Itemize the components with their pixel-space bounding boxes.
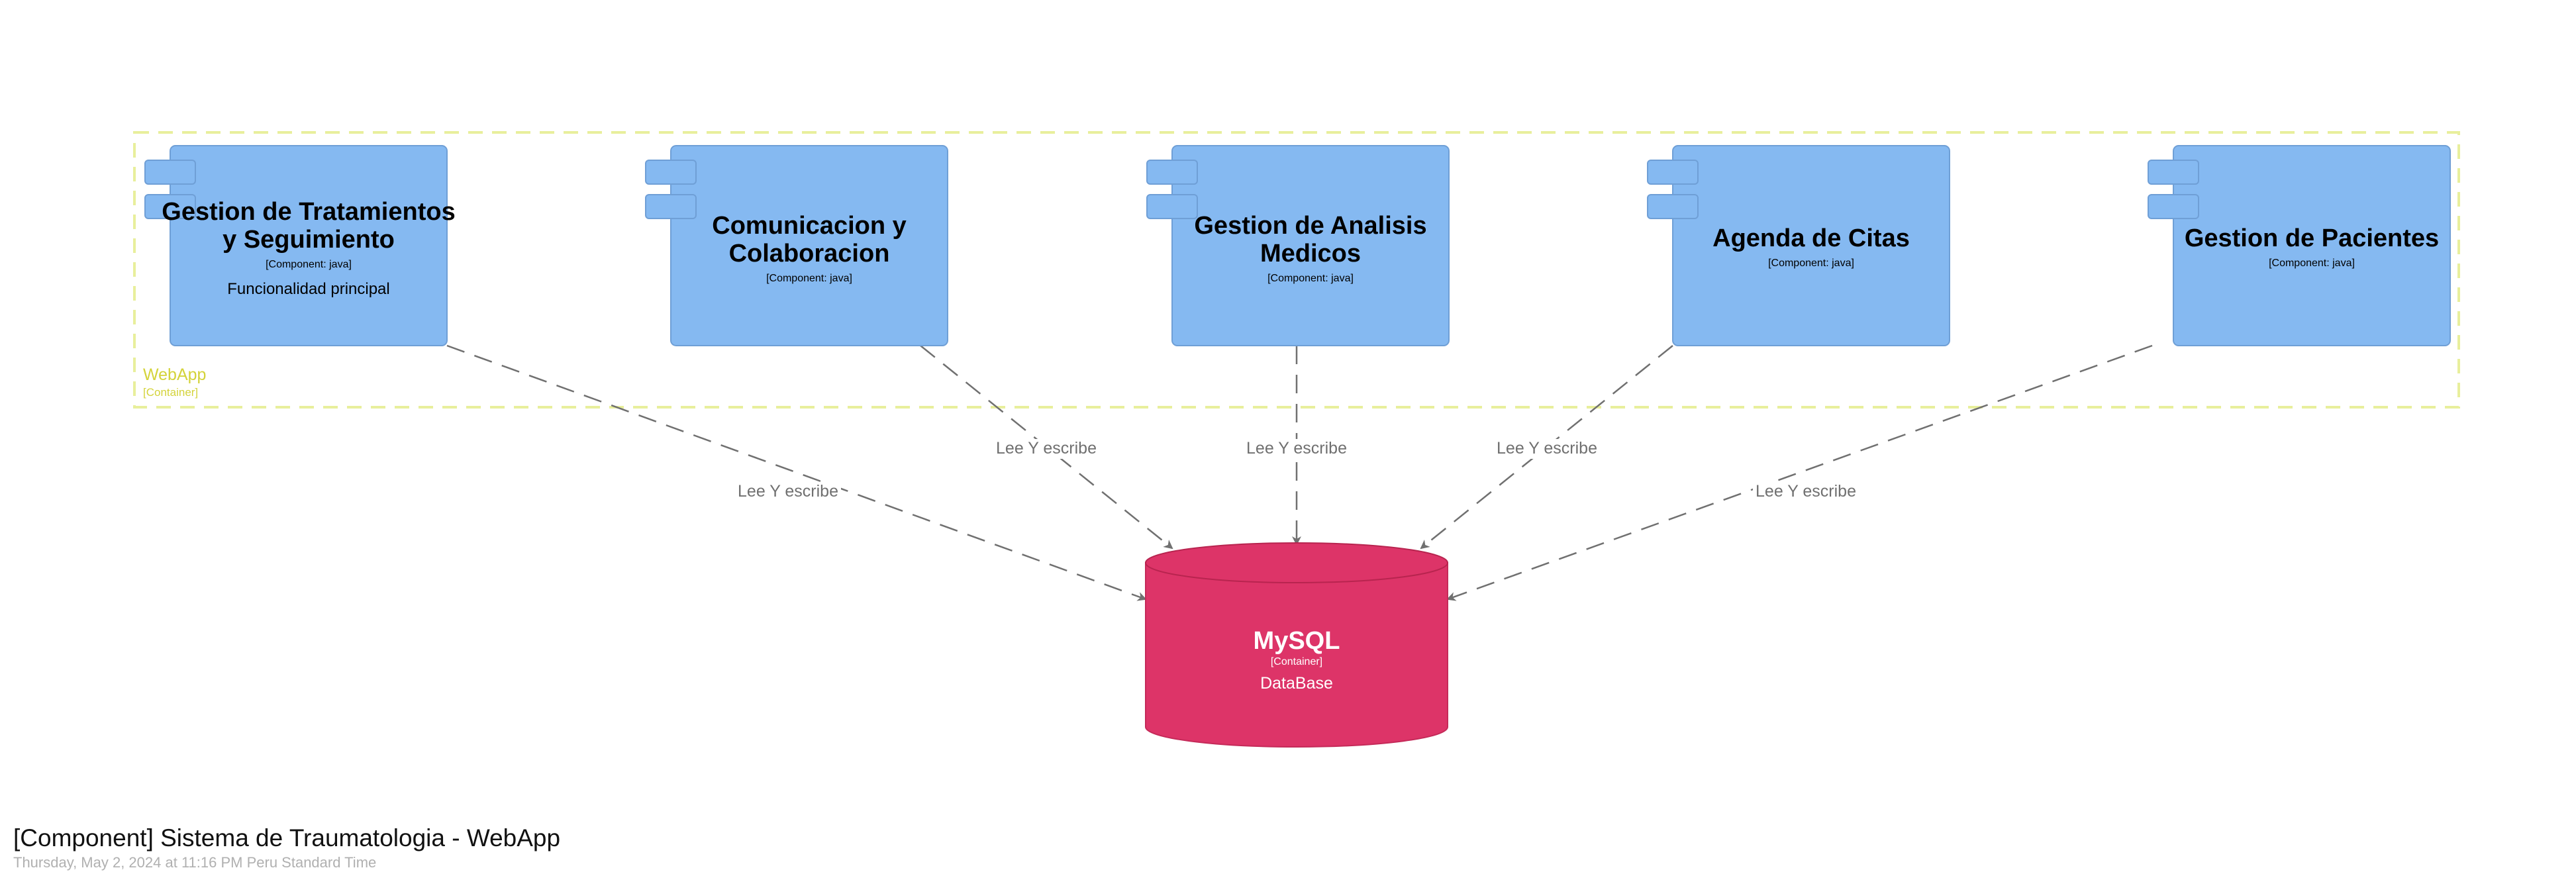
database-cylinder-top bbox=[1145, 542, 1448, 583]
diagram-date: Thursday, May 2, 2024 at 11:16 PM Peru S… bbox=[13, 854, 376, 871]
component-title: Medicos bbox=[1260, 240, 1361, 267]
component-tab-icon bbox=[2148, 194, 2199, 219]
component-tab-icon bbox=[645, 194, 697, 219]
component-tech: [Component: java] bbox=[766, 273, 852, 284]
database-description: DataBase bbox=[1260, 674, 1333, 693]
edge-label-background bbox=[1244, 439, 1350, 459]
boundary-type: [Container] bbox=[143, 386, 198, 399]
edge-label: Lee Y escribe bbox=[1756, 482, 1856, 501]
edge-label: Lee Y escribe bbox=[1246, 439, 1347, 458]
edge-label: Lee Y escribe bbox=[738, 482, 838, 501]
component-title: Gestion de Pacientes bbox=[2185, 224, 2439, 252]
component-body bbox=[2173, 145, 2451, 346]
component-tab-icon bbox=[1146, 194, 1198, 219]
edge-line bbox=[446, 344, 1147, 601]
component-body bbox=[1672, 145, 1950, 346]
component-tab-icon bbox=[645, 160, 697, 185]
component-body bbox=[1171, 145, 1450, 346]
component-tech: [Component: java] bbox=[266, 259, 352, 270]
edge-label-background bbox=[735, 482, 841, 502]
component-title: y Seguimiento bbox=[223, 226, 395, 254]
component-tab-icon bbox=[144, 194, 196, 219]
edge-label-background bbox=[1494, 439, 1600, 459]
component-body bbox=[170, 145, 448, 346]
relationship-edge: Lee Y escribe bbox=[1420, 345, 1673, 550]
component-title: Comunicacion y bbox=[712, 212, 907, 240]
component-tab-icon bbox=[144, 160, 196, 185]
mysql-database[interactable]: MySQL [Container] DataBase bbox=[1145, 542, 1448, 748]
boundary-label: WebApp bbox=[143, 365, 206, 384]
edge-label-background bbox=[993, 439, 1099, 459]
component-body bbox=[670, 145, 948, 346]
component-tech: [Component: java] bbox=[1267, 273, 1354, 284]
component-description: Funcionalidad principal bbox=[227, 280, 389, 298]
component-tab-icon bbox=[1146, 160, 1198, 185]
relationship-edge: Lee Y escribe bbox=[920, 345, 1173, 550]
component-tab-icon bbox=[1647, 194, 1699, 219]
webapp-boundary: WebApp [Container] bbox=[133, 131, 2460, 409]
component-box[interactable]: Agenda de Citas [Component: java] bbox=[1647, 145, 1950, 346]
relationship-edge: Lee Y escribe bbox=[446, 344, 1147, 601]
edge-label: Lee Y escribe bbox=[1497, 439, 1597, 458]
diagram-title: [Component] Sistema de Traumatologia - W… bbox=[13, 824, 560, 851]
database-tech: [Container] bbox=[1271, 656, 1322, 667]
database-title: MySQL bbox=[1254, 627, 1340, 655]
edge-label-background bbox=[1753, 482, 1859, 502]
component-tech: [Component: java] bbox=[1768, 258, 1854, 269]
edge-line bbox=[1446, 344, 2153, 601]
relationship-edge: Lee Y escribe bbox=[1244, 346, 1350, 546]
relationship-edge: Lee Y escribe bbox=[1446, 344, 2153, 601]
component-box[interactable]: Gestion de Pacientes [Component: java] bbox=[2148, 145, 2451, 346]
database-cylinder-body bbox=[1145, 562, 1448, 748]
edge-label: Lee Y escribe bbox=[996, 439, 1097, 458]
component-tab-icon bbox=[2148, 160, 2199, 185]
component-tab-icon bbox=[1647, 160, 1699, 185]
component-title: Agenda de Citas bbox=[1712, 224, 1910, 252]
component-tech: [Component: java] bbox=[2269, 258, 2355, 269]
component-title: Gestion de Analisis bbox=[1194, 212, 1426, 240]
component-title: Gestion de Tratamientos bbox=[162, 198, 455, 226]
component-title: Colaboracion bbox=[729, 240, 890, 267]
